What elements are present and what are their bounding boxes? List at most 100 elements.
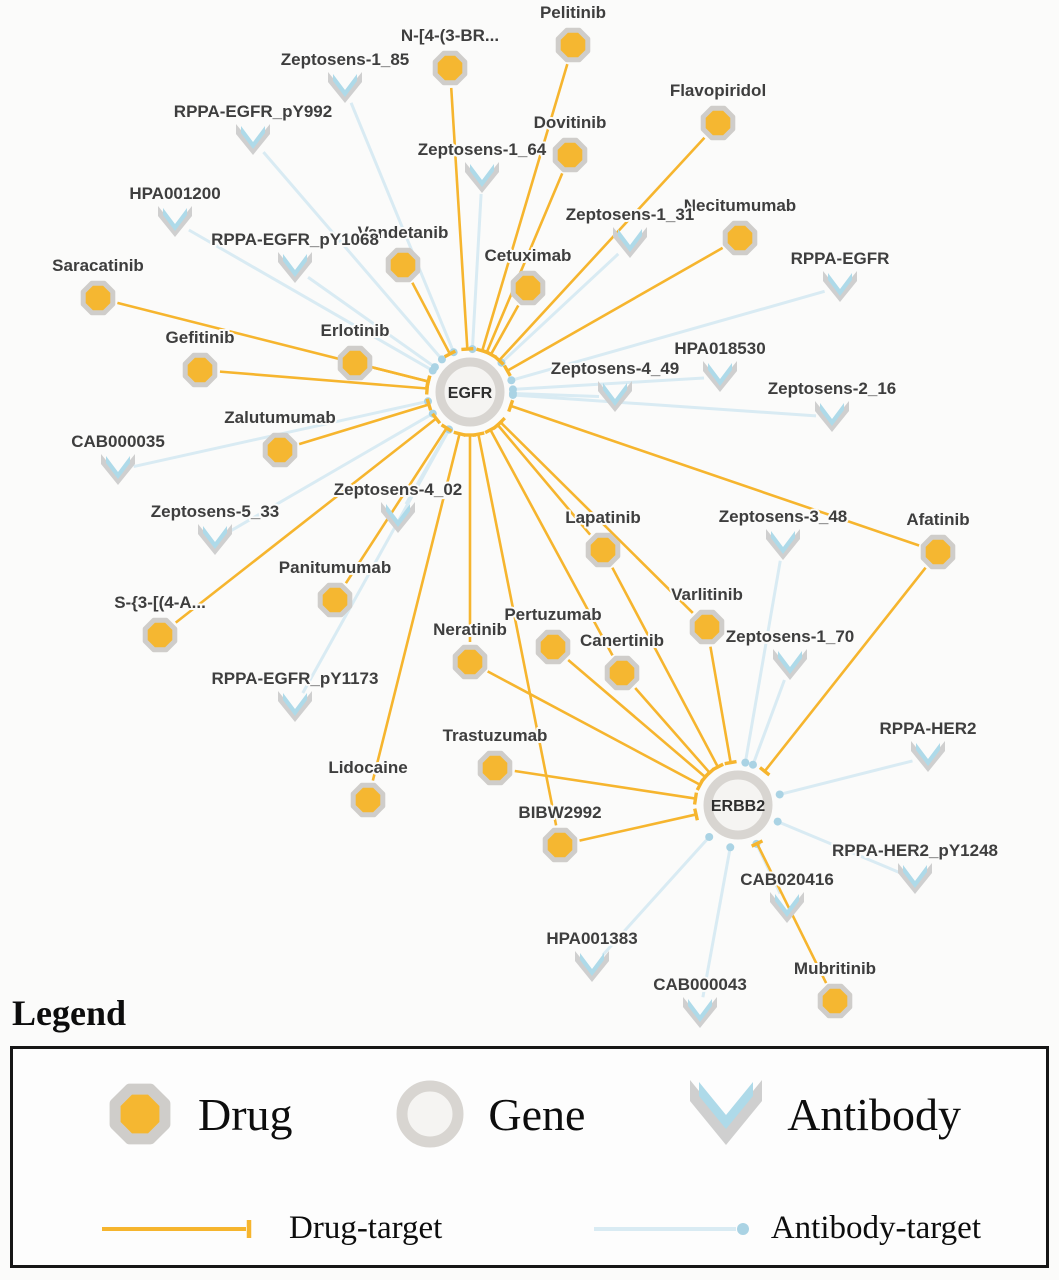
antibody-target-edge-rppa_egfr_py992-egfr — [262, 151, 446, 364]
node-label-rppa_her2_py1248: RPPA-HER2_pY1248 — [832, 841, 998, 860]
node-zep4_02[interactable] — [381, 502, 415, 533]
node-pertuzumab[interactable] — [535, 629, 571, 665]
node-label-erlotinib: Erlotinib — [321, 321, 390, 340]
node-canertinib[interactable] — [604, 655, 640, 691]
legend-label-drug-target: Drug-target — [289, 1210, 443, 1246]
node-bibw2992[interactable] — [542, 827, 578, 863]
node-erbb2[interactable] — [703, 770, 773, 840]
node-lapatinib[interactable] — [585, 532, 621, 568]
node-zep1_85[interactable] — [328, 72, 362, 103]
drug-target-edge-lapatinib-erbb2 — [611, 567, 724, 772]
legend-title: Legend — [12, 993, 127, 1033]
node-label-zep1_31: Zeptosens-1_31 — [566, 205, 695, 224]
node-rppa_egfr_py1173[interactable] — [278, 691, 312, 722]
drug-target-edge-zalutumumab-egfr — [298, 398, 433, 446]
legend-item-antibody: Antibody — [681, 1069, 961, 1159]
node-cab000035[interactable] — [101, 454, 135, 485]
node-label-zep3_48: Zeptosens-3_48 — [719, 507, 848, 526]
node-varlitinib[interactable] — [689, 609, 725, 645]
node-label-neratinib: Neratinib — [433, 620, 507, 639]
node-rppa_egfr_py1068[interactable] — [278, 252, 312, 283]
node-hpa001383[interactable] — [575, 951, 609, 982]
drug-icon-shape — [109, 1083, 171, 1145]
antibody-target-edge-zep3_48-erbb2 — [741, 560, 782, 767]
legend-label-antibody-target: Antibody-target — [770, 1210, 981, 1246]
node-gefitinib[interactable] — [182, 352, 218, 388]
node-rppa_her2[interactable] — [911, 741, 945, 772]
node-labels: EGFRERBB2PelitinibN-[4-(3-BR...Dovitinib… — [50, 1, 1000, 996]
drug-target-edge-canertinib-egfr — [484, 425, 614, 657]
gene-icon — [396, 1080, 464, 1148]
node-trastuzumab[interactable] — [477, 750, 513, 786]
node-s3_4a[interactable] — [142, 617, 178, 653]
legend-label-drug: Drug — [198, 1088, 293, 1140]
node-hpa018530[interactable] — [703, 361, 737, 392]
drug-target-edge-trastuzumab-erbb2 — [514, 769, 699, 805]
node-afatinib[interactable] — [920, 534, 956, 570]
node-zalutumumab[interactable] — [262, 432, 298, 468]
node-label-rppa_egfr_py992: RPPA-EGFR_pY992 — [174, 102, 332, 121]
node-n4_3br[interactable] — [432, 50, 468, 86]
node-label-necitumumab: Necitumumab — [684, 196, 796, 215]
drug-target-edge-saracatinib-egfr — [117, 301, 432, 388]
node-label-hpa001383: HPA001383 — [546, 929, 637, 948]
node-rppa_egfr[interactable] — [823, 271, 857, 302]
node-cab020416[interactable] — [770, 892, 804, 923]
gene-icon-shape — [396, 1080, 464, 1148]
antibody-target-edge-cab000043-erbb2 — [701, 843, 735, 998]
antibody-target-edge-icon — [593, 1222, 749, 1235]
node-dovitinib[interactable] — [552, 137, 588, 173]
node-label-varlitinib: Varlitinib — [671, 585, 743, 604]
node-mubritinib[interactable] — [817, 983, 853, 1019]
node-zep1_70[interactable] — [773, 649, 807, 680]
drug-target-edge-pertuzumab-erbb2 — [567, 659, 711, 783]
node-label-vandetanib: Vandetanib — [358, 223, 449, 242]
node-label-gefitinib: Gefitinib — [166, 328, 235, 347]
drug-target-edge-afatinib-erbb2 — [758, 566, 927, 777]
node-label-rppa_her2: RPPA-HER2 — [880, 719, 977, 738]
node-label-zep1_85: Zeptosens-1_85 — [281, 50, 410, 69]
node-label-mubritinib: Mubritinib — [794, 959, 876, 978]
drug-target-edge-cetuximab-egfr — [484, 304, 520, 359]
node-label-lidocaine: Lidocaine — [328, 758, 407, 777]
node-erlotinib[interactable] — [337, 345, 373, 381]
node-label-canertinib: Canertinib — [580, 631, 664, 650]
node-label-pelitinib: Pelitinib — [540, 3, 606, 22]
node-zep4_49[interactable] — [598, 381, 632, 412]
drug-target-edge-lidocaine-egfr — [371, 430, 466, 781]
node-label-trastuzumab: Trastuzumab — [443, 726, 548, 745]
node-saracatinib[interactable] — [80, 280, 116, 316]
node-neratinib[interactable] — [452, 644, 488, 680]
legend-label-antibody: Antibody — [787, 1088, 961, 1140]
node-zep3_48[interactable] — [766, 529, 800, 560]
node-necitumumab[interactable] — [722, 220, 758, 256]
drug-icon — [109, 1083, 171, 1145]
node-label-n4_3br: N-[4-(3-BR... — [401, 26, 499, 45]
antibody-target-edge-zep1_70-erbb2 — [748, 679, 786, 769]
node-label-saracatinib: Saracatinib — [52, 256, 144, 275]
antibody-icon-back — [690, 1080, 763, 1145]
antibody-target-edge-rppa_her2-erbb2 — [775, 759, 913, 799]
node-zep1_31[interactable] — [613, 227, 647, 258]
node-egfr[interactable] — [435, 357, 505, 427]
node-panitumumab[interactable] — [317, 582, 353, 618]
node-label-s3_4a: S-{3-[(4-A... — [114, 593, 206, 612]
node-hpa001200[interactable] — [158, 206, 192, 237]
drug-edges — [117, 63, 927, 984]
node-cetuximab[interactable] — [510, 270, 546, 306]
node-vandetanib[interactable] — [385, 247, 421, 283]
antibody-target-edge-rppa_her2_py1248-erbb2 — [773, 817, 901, 875]
node-label-cetuximab: Cetuximab — [485, 246, 572, 265]
legend-edge-types: Drug-target Antibody-target — [98, 1210, 991, 1247]
node-rppa_egfr_py992[interactable] — [236, 124, 270, 155]
node-pelitinib[interactable] — [555, 27, 591, 63]
node-zep5_33[interactable] — [198, 524, 232, 555]
node-zep2_16[interactable] — [815, 401, 849, 432]
node-lidocaine[interactable] — [350, 782, 386, 818]
node-rppa_her2_py1248[interactable] — [898, 863, 932, 894]
node-flavopiridol[interactable] — [700, 105, 736, 141]
node-cab000043[interactable] — [683, 997, 717, 1028]
node-zep1_64[interactable] — [465, 162, 499, 193]
